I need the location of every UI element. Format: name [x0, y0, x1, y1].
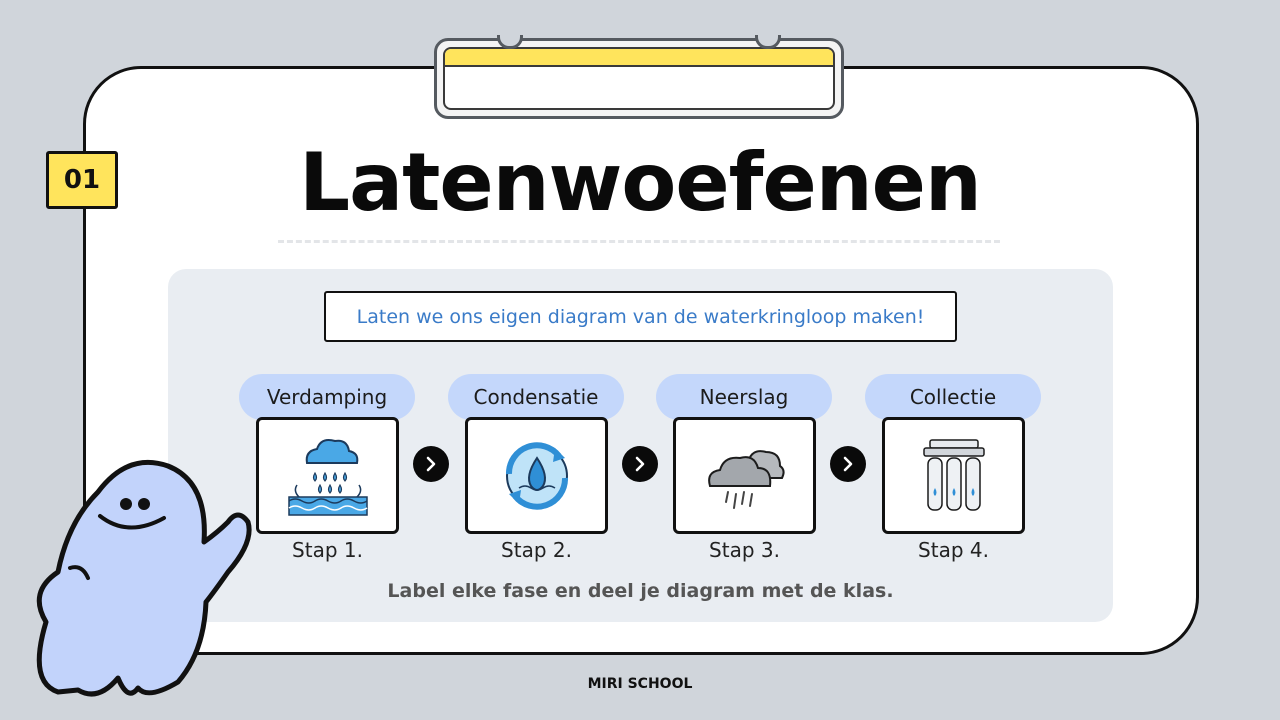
- condensation-icon: [505, 441, 568, 510]
- step-label-condensatie: Condensatie: [448, 374, 624, 430]
- instruction-box: Laten we ons eigen diagram van de waterk…: [324, 291, 957, 342]
- clipboard-clip: [434, 35, 844, 119]
- collection-icon: [922, 438, 985, 511]
- step-label-collectie: Collectie: [865, 374, 1041, 430]
- evaporation-icon: [287, 438, 368, 516]
- step-label-verdamping: Verdamping: [239, 374, 415, 430]
- next-arrow-button[interactable]: [622, 446, 658, 482]
- step-label-neerslag: Neerslag: [656, 374, 832, 430]
- next-arrow-button[interactable]: [830, 446, 866, 482]
- chevron-right-icon: [635, 456, 645, 472]
- step-caption-1: Stap 1.: [292, 538, 363, 562]
- next-arrow-button[interactable]: [413, 446, 449, 482]
- precipitation-icon: [707, 449, 785, 509]
- brand-label: MIRI SCHOOL: [587, 676, 693, 692]
- step-card-3: [673, 417, 816, 534]
- page-title: Latenwoefenen: [299, 136, 982, 229]
- slide-number-badge: 01: [46, 151, 118, 209]
- title-divider: [278, 240, 1000, 243]
- mascot-illustration: [36, 459, 252, 697]
- step-caption-4: Stap 4.: [918, 538, 989, 562]
- chevron-right-icon: [426, 456, 436, 472]
- instruction-footer: Label elke fase en deel je diagram met d…: [387, 580, 894, 602]
- step-card-4: [882, 417, 1025, 534]
- chevron-right-icon: [843, 456, 853, 472]
- step-card-2: [465, 417, 608, 534]
- step-card-1: [256, 417, 399, 534]
- step-caption-3: Stap 3.: [709, 538, 780, 562]
- step-caption-2: Stap 2.: [501, 538, 572, 562]
